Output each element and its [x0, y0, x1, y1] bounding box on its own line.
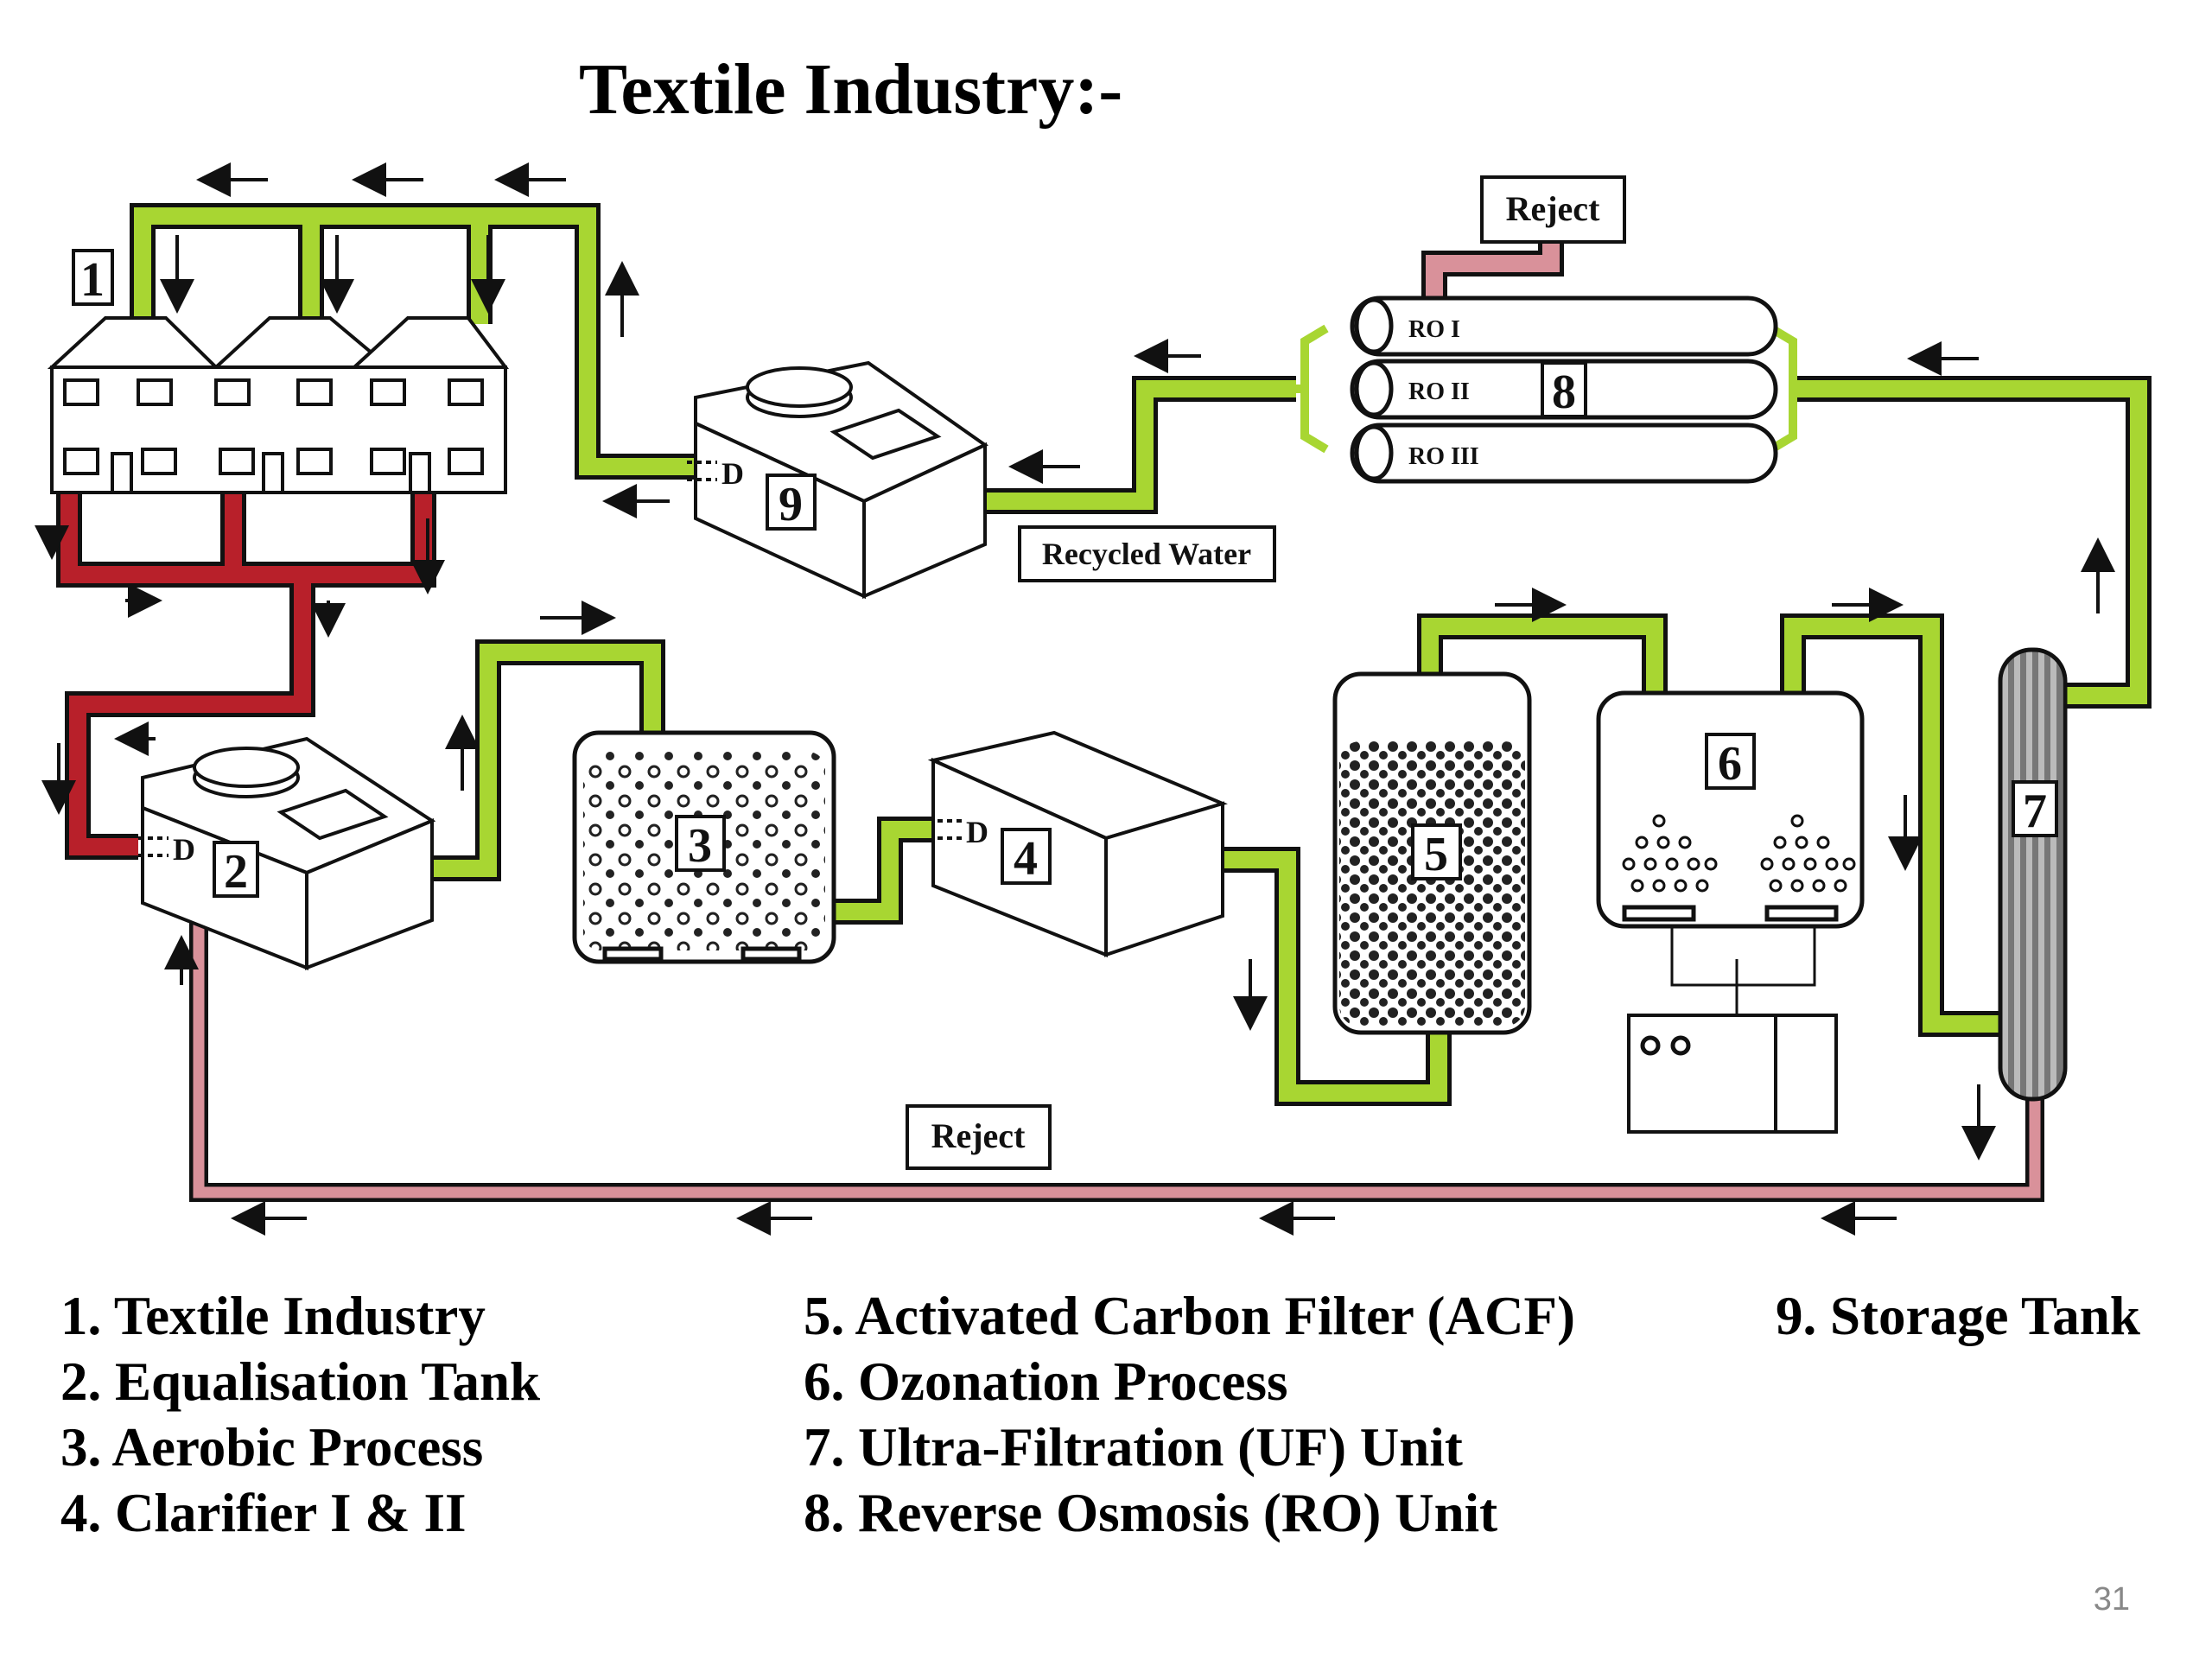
ozonation-to-uf-pipe	[1780, 613, 2005, 1037]
unit-number-9: 9	[779, 478, 803, 531]
unit-number-4: 4	[1014, 832, 1038, 886]
equalisation-outlet-label: D	[173, 832, 195, 867]
legend-item: 5. Activated Carbon Filter (ACF)	[804, 1286, 1575, 1346]
clarifier-outlet-label: D	[966, 815, 988, 849]
reject-top-label: Reject	[1506, 189, 1600, 228]
legend-column-3: 9. Storage Tank	[1776, 1283, 2140, 1349]
ro-to-storage-pipe	[985, 376, 1296, 514]
recycled-water-label: Recycled Water	[1042, 537, 1251, 571]
ro-2-label: RO II	[1408, 378, 1470, 405]
legend-column-2: 5. Activated Carbon Filter (ACF) 6. Ozon…	[804, 1283, 1575, 1546]
unit-number-7: 7	[2023, 785, 2047, 838]
unit-number-boxes	[72, 249, 2058, 898]
unit-number-2: 2	[224, 845, 248, 899]
flow-arrows	[35, 162, 2115, 1236]
reverse-osmosis-unit	[1296, 296, 1802, 484]
slide-number: 31	[2093, 1581, 2130, 1618]
unit-number-1: 1	[80, 253, 105, 307]
page-title: Textile Industry:-	[579, 49, 1123, 130]
ro-1-label: RO I	[1408, 316, 1460, 343]
reject-bottom-label: Reject	[931, 1116, 1026, 1155]
ozonation-unit	[1596, 690, 1865, 1134]
unit-number-8: 8	[1552, 365, 1576, 419]
legend-item: 1. Textile Industry	[60, 1286, 486, 1346]
uf-to-ro-pipe	[1797, 376, 2152, 709]
legend-item: 4. Clarifier I & II	[60, 1483, 467, 1543]
unit-number-6: 6	[1718, 737, 1742, 791]
legend-item: 6. Ozonation Process	[804, 1351, 1288, 1412]
legend-item: 9. Storage Tank	[1776, 1286, 2140, 1346]
ro-reject-pipe	[1421, 238, 1564, 298]
unit-number-5: 5	[1424, 828, 1448, 881]
storage-outlet-label: D	[721, 456, 744, 491]
wastewater-pipe	[56, 493, 436, 860]
aerobic-to-clarifier-pipe	[834, 817, 938, 925]
legend-column-1: 1. Textile Industry 2. Equalisation Tank…	[60, 1283, 540, 1546]
ultra-filtration-unit	[1998, 647, 2068, 1102]
legend-item: 2. Equalisation Tank	[60, 1351, 541, 1412]
legend-item: 7. Ultra-Filtration (UF) Unit	[804, 1417, 1463, 1478]
reject-return-pipe	[189, 916, 2044, 1202]
unit-number-3: 3	[688, 819, 712, 873]
clarifier-to-acf-pipe	[1223, 847, 1452, 1106]
ro-3-label: RO III	[1408, 443, 1479, 470]
acf-to-ozonation-pipe	[1417, 613, 1668, 691]
textile-industry-unit	[47, 316, 510, 494]
ozone-bubbles	[1622, 814, 1856, 893]
legend-item: 8. Reverse Osmosis (RO) Unit	[804, 1483, 1498, 1543]
equalisation-to-aerobic-pipe	[432, 639, 665, 881]
legend-item: 3. Aerobic Process	[60, 1417, 484, 1478]
